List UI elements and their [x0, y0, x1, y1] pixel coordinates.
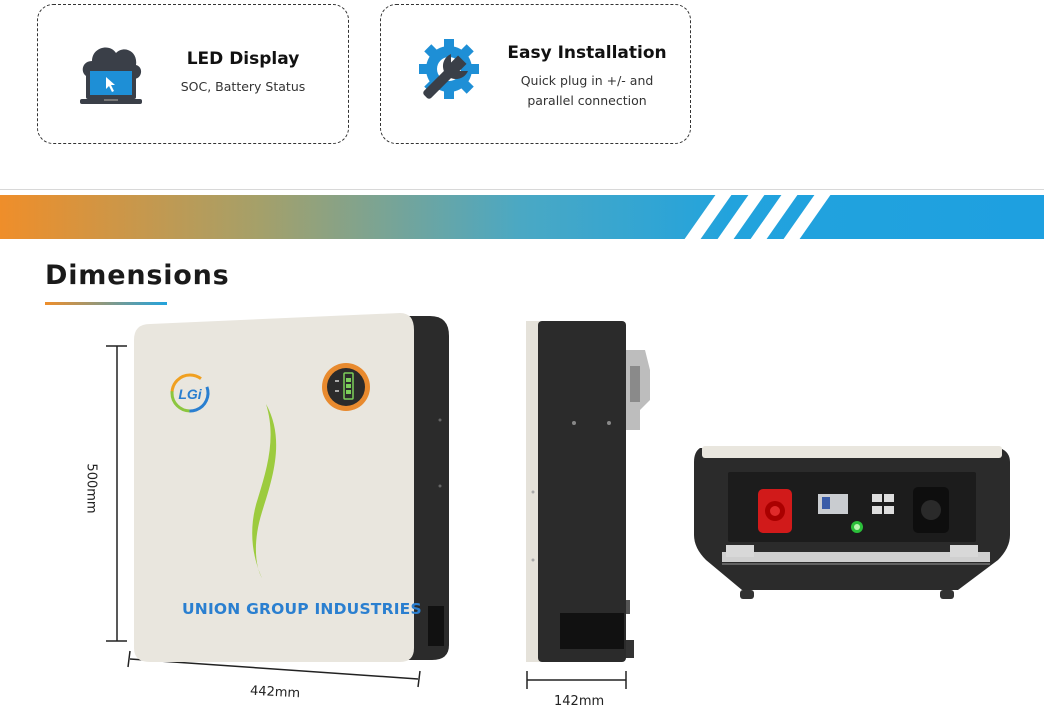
width-dimension-label: 442mm: [249, 683, 301, 702]
height-dimension-line: [106, 345, 127, 642]
section-underline: [45, 302, 167, 305]
laptop-cloud-icon: [80, 47, 142, 104]
width-dimension-line: [127, 650, 421, 688]
feature-title: Easy Installation: [507, 43, 667, 63]
feature-card-led-display: LED Display SOC, Battery Status: [37, 4, 349, 144]
feature-card-easy-installation: Easy Installation Quick plug in +/- and …: [380, 4, 691, 144]
svg-text:LGi: LGi: [178, 386, 202, 402]
brand-name: UNION GROUP INDUSTRIES: [182, 600, 422, 618]
depth-dimension-label: 142mm: [554, 694, 605, 709]
height-dimension-label: 500mm: [83, 463, 99, 514]
gradient-banner: [0, 195, 1044, 239]
depth-dimension-line: [526, 671, 627, 689]
gear-wrench-icon: [419, 39, 479, 99]
feature-description: SOC, Battery Status: [180, 79, 306, 94]
led-display-indicator: [322, 363, 370, 411]
feature-description: Quick plug in +/- and parallel connectio…: [520, 73, 654, 108]
lgi-logo: LGi: [170, 373, 210, 413]
feature-title: LED Display: [186, 49, 300, 69]
section-divider: [0, 189, 1044, 190]
section-title: Dimensions: [45, 260, 230, 291]
